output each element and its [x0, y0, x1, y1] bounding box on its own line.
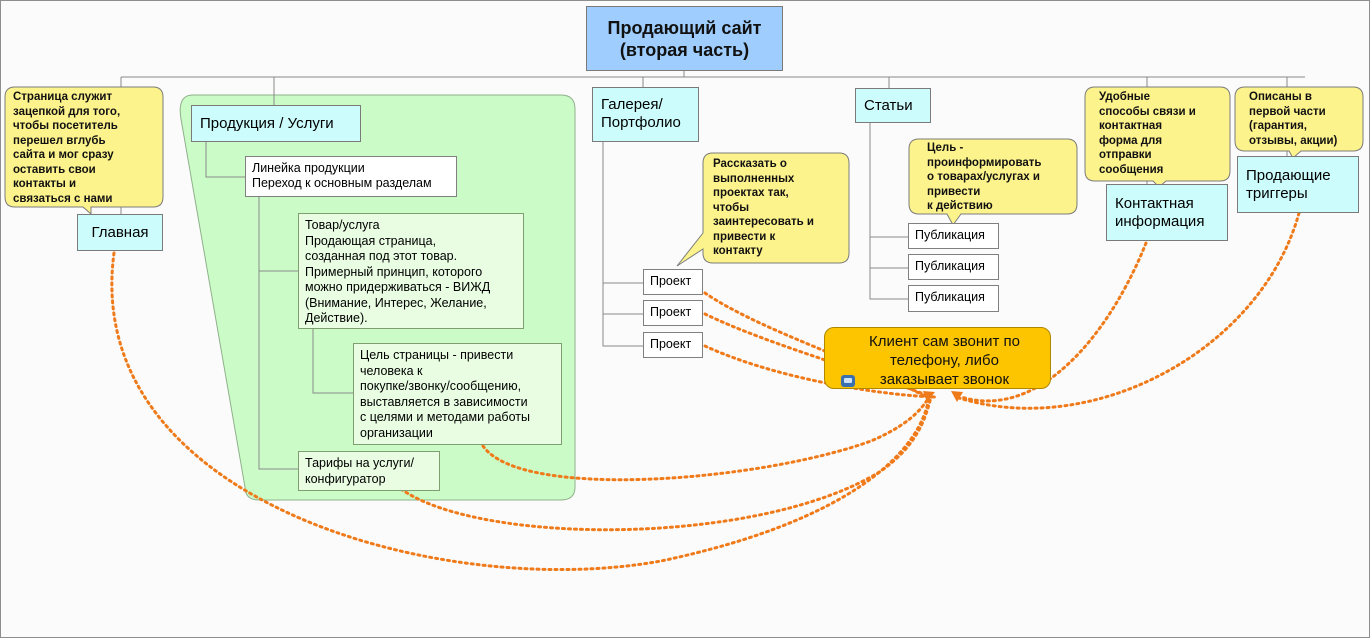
products-goal[interactable]: Цель страницы - привести человека к поку… — [353, 343, 562, 445]
target-topic[interactable]: Клиент сам звонит по телефону, либо зака… — [824, 327, 1051, 389]
branch-main[interactable]: Главная — [77, 214, 163, 251]
callout-articles-shape — [908, 138, 1078, 226]
project-item[interactable]: Проект — [643, 269, 703, 295]
callout-contacts: Удобные способы связи и контактная форма… — [1099, 91, 1196, 176]
publication-item[interactable]: Публикация — [908, 254, 999, 280]
root-topic[interactable]: Продающий сайт (вторая часть) — [586, 6, 783, 71]
phone-icon — [841, 372, 859, 391]
products-tariffs[interactable]: Тарифы на услуги/ конфигуратор — [298, 451, 440, 491]
products-item-page[interactable]: Товар/услуга Продающая страница, созданн… — [298, 213, 524, 329]
project-item[interactable]: Проект — [643, 300, 703, 326]
branch-articles[interactable]: Статьи — [855, 88, 931, 123]
arrow-heads — [923, 391, 963, 402]
branch-products[interactable]: Продукция / Услуги — [191, 105, 361, 142]
products-lineup[interactable]: Линейка продукции Переход к основным раз… — [245, 156, 457, 197]
callout-gallery: Рассказать о выполненных проектах так, ч… — [713, 158, 814, 257]
target-text: Клиент сам звонит по телефону, либо зака… — [868, 333, 1021, 388]
publication-item[interactable]: Публикация — [908, 285, 999, 312]
branch-gallery[interactable]: Галерея/ Портфолио — [592, 87, 699, 142]
branch-contacts[interactable]: Контактная информация — [1106, 184, 1228, 241]
callout-main: Страница служит зацепкой для того, чтобы… — [13, 91, 121, 205]
callout-shapes — [4, 86, 1364, 267]
callout-triggers-shape — [1234, 86, 1364, 159]
callout-articles: Цель - проинформировать о товарах/услуга… — [927, 142, 1042, 212]
branch-triggers[interactable]: Продающие триггеры — [1237, 156, 1359, 213]
publication-item[interactable]: Публикация — [908, 223, 999, 249]
callout-main-shape — [4, 86, 164, 216]
connector-lines — [120, 71, 1305, 470]
callout-gallery-shape — [676, 152, 850, 267]
project-item[interactable]: Проект — [643, 332, 703, 358]
callout-triggers: Описаны в первой части (гарантия, отзывы… — [1249, 91, 1338, 147]
